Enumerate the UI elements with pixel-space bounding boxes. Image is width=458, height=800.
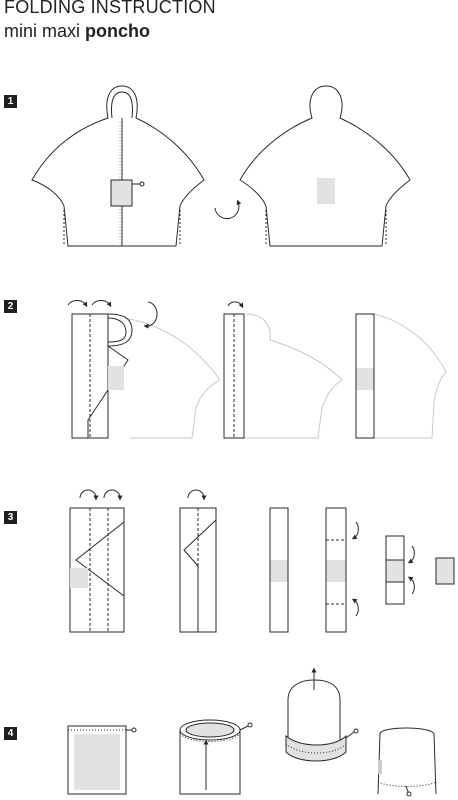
page-title: FOLDING INSTRUCTION [4, 0, 216, 17]
pouch-4 [377, 727, 437, 797]
step-1-badge: 1 [4, 95, 17, 108]
step-2-badge: 2 [4, 300, 17, 313]
poncho-front [31, 85, 205, 247]
fold-3b [179, 489, 217, 633]
rotate-arrow [214, 199, 242, 220]
fold-3a [69, 489, 125, 633]
fold-3f [435, 557, 455, 585]
step-4-badge: 4 [4, 727, 17, 740]
fold-3c [269, 507, 289, 633]
fold-2b [223, 301, 343, 439]
subtitle-light: mini maxi [4, 21, 81, 41]
fold-3e [385, 535, 415, 605]
pouch-1 [67, 725, 137, 795]
fold-3d [325, 507, 359, 633]
step-3-badge: 3 [4, 511, 17, 524]
poncho-back [239, 85, 411, 247]
fold-2c [355, 313, 447, 439]
pouch-3 [285, 667, 359, 762]
subtitle-bold: poncho [85, 21, 151, 41]
pouch-2 [179, 719, 253, 795]
page-subtitle: mini maxi poncho [4, 20, 150, 42]
fold-2a [67, 300, 221, 439]
